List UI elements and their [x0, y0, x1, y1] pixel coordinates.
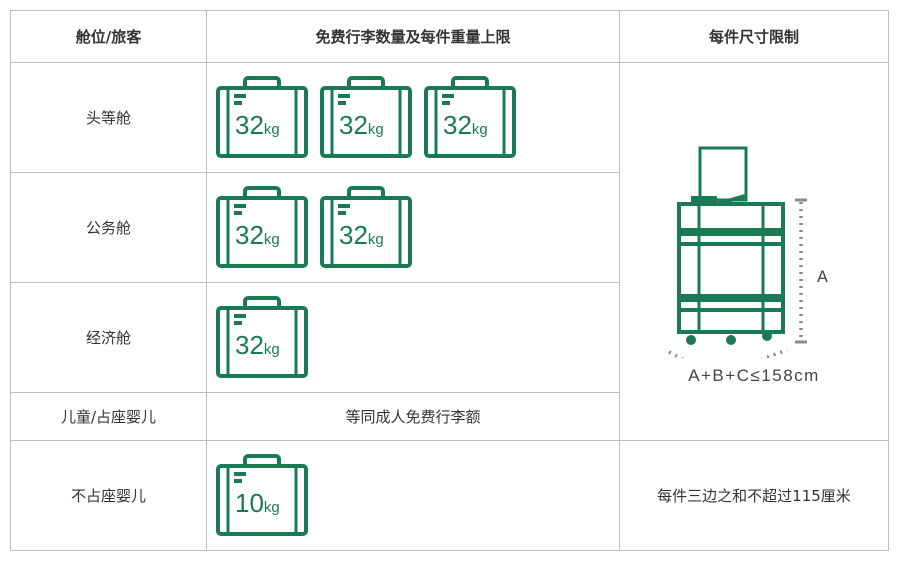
row-label-child: 儿童/占座婴儿	[10, 392, 207, 441]
header-allowance: 免费行李数量及每件重量上限	[206, 10, 620, 63]
dimension-c-line	[759, 347, 788, 358]
handle-grip	[691, 195, 717, 206]
suitcase-icon: 10kg	[216, 453, 308, 536]
suitcase-icon: 32kg	[320, 185, 412, 268]
bag-weight-label: 32kg	[339, 220, 384, 250]
row-label-first-class: 头等舱	[10, 62, 207, 173]
row-label-economy: 经济舱	[10, 282, 207, 393]
allowance-first-class: 32kg 32kg 32kg	[206, 62, 620, 173]
allowance-business: 32kg 32kg	[206, 172, 620, 283]
wheel	[726, 334, 736, 345]
suitcase-dimension-diagram: A B C	[668, 146, 828, 358]
bag-weight-label: 32kg	[235, 330, 280, 360]
bag-weight-label: 32kg	[339, 110, 384, 140]
bag-weight-label: 32kg	[235, 110, 280, 140]
bag-weight-label: 10kg	[235, 488, 280, 518]
dimension-b-line	[668, 349, 685, 358]
infant-size-text: 每件三边之和不超过115厘米	[619, 440, 889, 551]
suitcase-icon: 32kg	[216, 185, 308, 268]
size-diagram-cell: A B C A+B+C≤158cm	[619, 62, 889, 441]
header-class: 舱位/旅客	[10, 10, 207, 63]
suitcase-icon: 32kg	[216, 295, 308, 378]
row-label-business: 公务舱	[10, 172, 207, 283]
suitcase-icon: 32kg	[216, 75, 308, 158]
suitcase-icon: 32kg	[320, 75, 412, 158]
size-formula: A+B+C≤158cm	[688, 365, 820, 385]
bag-weight-label: 32kg	[235, 220, 280, 250]
dimension-a-label: A	[817, 267, 828, 286]
row-label-infant: 不占座婴儿	[10, 440, 207, 551]
header-size: 每件尺寸限制	[619, 10, 889, 63]
wheel	[686, 334, 696, 345]
suitcase-handle	[698, 146, 748, 201]
wheel	[762, 330, 772, 341]
allowance-infant: 10kg	[206, 440, 620, 551]
bag-weight-label: 32kg	[443, 110, 488, 140]
suitcase-body	[677, 201, 785, 334]
allowance-child-text: 等同成人免费行李额	[206, 392, 620, 441]
allowance-economy: 32kg	[206, 282, 620, 393]
suitcase-icon: 32kg	[424, 75, 516, 158]
